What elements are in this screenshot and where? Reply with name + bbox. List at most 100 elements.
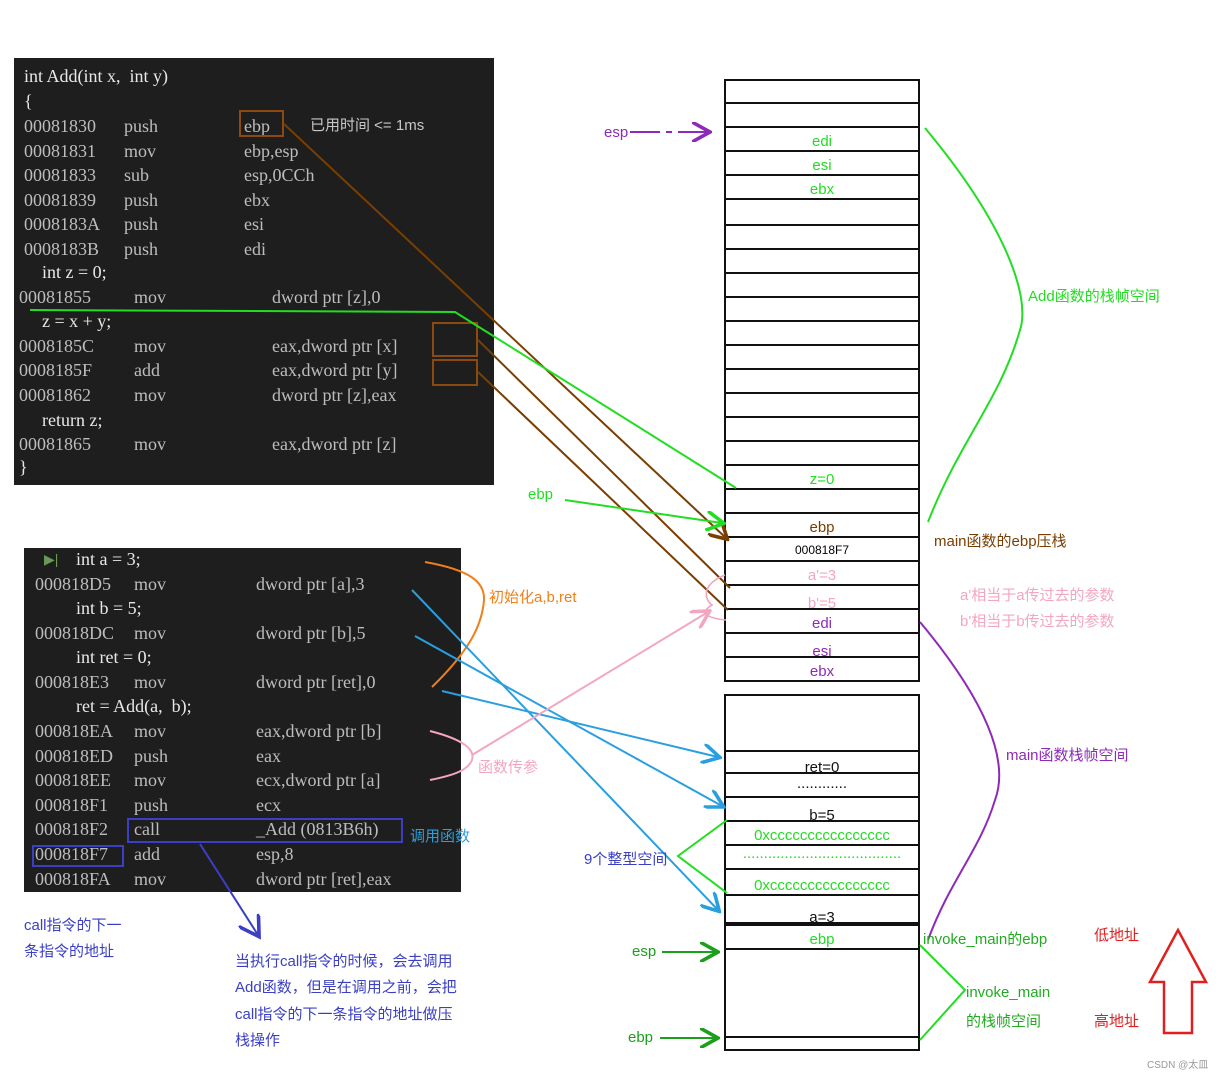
add-asm-line: 0008185F add eax,dword ptr [y] [19, 359, 489, 381]
main-source-line: int ret = 0; [76, 647, 152, 667]
stack-cell [724, 320, 920, 346]
call-func-note: 调用函数 [410, 828, 471, 845]
main-asm-line: 000818E3 mov dword ptr [ret],0 [35, 671, 455, 693]
a-param-note: a'相当于a传过去的参数 [960, 587, 1115, 604]
stack-cell-a: a=3 [724, 894, 920, 926]
ebp-highlight-box [239, 110, 284, 137]
stack-cell-label: ............ [796, 775, 847, 792]
stack-cell-ret: ret=0 [724, 750, 920, 776]
invoke-main-frame-label: invoke_main [966, 984, 1051, 1001]
asm-operand: ebx [244, 190, 270, 210]
stack-cell [724, 1036, 920, 1051]
stack-cell [724, 248, 920, 274]
stack-cell [724, 272, 920, 298]
stack-cell-edi: edi [724, 126, 920, 152]
main-source-line: ret = Add(a, b); [76, 696, 192, 716]
stack-cell-label: a'=3 [807, 567, 837, 584]
add-asm-line: 00081839 push ebx [24, 189, 484, 211]
asm-address: 000818DC [35, 623, 115, 643]
asm-opcode: mov [134, 574, 167, 594]
init-note: 初始化a,b,ret [489, 589, 577, 606]
asm-address: 00081839 [24, 190, 96, 210]
stack-cell-b: b=5 [724, 796, 920, 824]
asm-opcode: mov [124, 141, 157, 161]
asm-operand: esi [244, 214, 264, 234]
main-asm-line: 000818F7 add esp,8 [35, 843, 455, 865]
nine-ints-note: 9个整型空间 [584, 851, 668, 868]
asm-address: 0008185F [19, 360, 93, 380]
ebp-add-label: ebp [528, 486, 554, 503]
asm-opcode: mov [134, 336, 167, 356]
asm-address: 00081862 [19, 385, 91, 405]
main-asm-line: 000818D5 mov dword ptr [a],3 [35, 573, 455, 595]
return-address-highlight-box [32, 845, 124, 867]
stack-cell-label: a=3 [809, 909, 835, 926]
asm-opcode: push [124, 190, 159, 210]
asm-opcode: push [124, 239, 159, 259]
stack-cell-label: ebx [809, 181, 835, 198]
asm-opcode: mov [134, 721, 167, 741]
add-asm-line: 0008183A push esi [24, 213, 484, 235]
stack-cell-edi-main: edi [724, 608, 920, 634]
asm-operand: dword ptr [ret],eax [256, 869, 392, 889]
stack-cell-label: b=5 [809, 807, 835, 824]
stack-cell-label: 000818F7 [794, 543, 850, 557]
stack-cell-label: edi [811, 615, 833, 632]
stack-cell-label: ebp [809, 931, 835, 948]
stack-cell-ebx-main: ebx [724, 656, 920, 682]
stack-cell-label: edi [811, 133, 833, 150]
main-source-line: int a = 3; [76, 549, 141, 569]
stack-cell-label: b'=5 [807, 595, 837, 612]
asm-address: 000818FA [35, 869, 111, 889]
asm-address: 000818F1 [35, 795, 109, 815]
stack-cell-saved-ebp: ebp [724, 512, 920, 538]
stack-cell-cc: 0xcccccccccccccccc [724, 820, 920, 846]
asm-opcode: mov [134, 623, 167, 643]
stack-cell-esi: esi [724, 150, 920, 176]
add-signature: int Add(int x, int y) [24, 66, 168, 86]
main-frame-label: main函数栈帧空间 [1006, 747, 1129, 764]
asm-operand: ebp,esp [244, 141, 299, 161]
y-highlight-box [432, 359, 478, 386]
stack-cell [724, 694, 920, 752]
stack-cell [724, 224, 920, 250]
stack-cell [724, 344, 920, 370]
x-highlight-box [432, 322, 478, 357]
main-asm-line: 000818EE mov ecx,dword ptr [a] [35, 769, 455, 791]
add-asm-line: 00081855 mov dword ptr [z],0 [19, 286, 489, 308]
asm-operand: eax,dword ptr [z] [272, 434, 397, 454]
stack-cell-invoke-main-ebp: ebp [724, 924, 920, 950]
stack-cell [724, 296, 920, 322]
stack-cell-ellipsis: ............ [724, 772, 920, 798]
call-explanation: 当执行call指令的时候，会去调用 [235, 953, 453, 970]
low-address-label: 低地址 [1094, 927, 1140, 944]
add-asm-line: 00081862 mov dword ptr [z],eax [19, 384, 489, 406]
call-explanation: call指令的下一条指令的地址做压 [235, 1006, 453, 1023]
main-ebp-push-label: main函数的ebp压栈 [934, 533, 1067, 550]
stack-cell [724, 440, 920, 466]
asm-address: 0008185C [19, 336, 95, 356]
main-asm-line: 000818F1 push ecx [35, 794, 455, 816]
main-asm-line: 000818ED push eax [35, 745, 455, 767]
asm-operand: eax,dword ptr [b] [256, 721, 382, 741]
add-asm-line: 00081833 sub esp,0CCh [24, 164, 484, 186]
esp-bottom-label: esp [632, 943, 657, 960]
asm-operand: edi [244, 239, 266, 259]
stack-cell-invoke-main-frame [724, 948, 920, 1038]
stack-cell-ellipsis: ...................................... [724, 844, 920, 870]
stack-cell-label: ret=0 [804, 759, 840, 776]
asm-operand: eax,dword ptr [y] [272, 360, 398, 380]
asm-address: 00081855 [19, 287, 91, 307]
asm-operand: esp,0CCh [244, 165, 315, 185]
asm-address: 00081865 [19, 434, 91, 454]
add-open-brace: { [24, 91, 33, 111]
asm-address: 0008183A [24, 214, 100, 234]
asm-operand: dword ptr [z],eax [272, 385, 397, 405]
asm-operand: dword ptr [ret],0 [256, 672, 376, 692]
asm-opcode: mov [134, 869, 167, 889]
asm-opcode: add [134, 844, 160, 864]
stack-cell-return-address: 000818F7 [724, 536, 920, 562]
stack-cell-label: esi [812, 643, 832, 660]
stack-cell-esi-main: esi [724, 632, 920, 660]
add-asm-line: 00081865 mov eax,dword ptr [z] [19, 433, 489, 455]
